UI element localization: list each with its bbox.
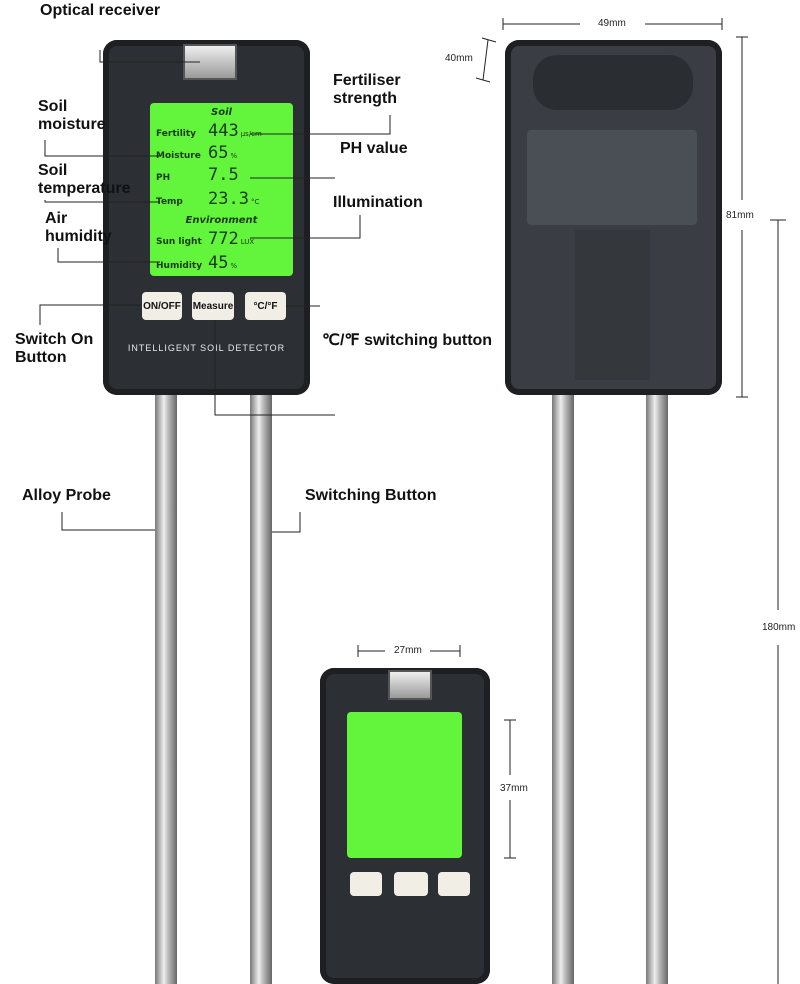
small-lcd-screen bbox=[347, 712, 462, 858]
row-unit: % bbox=[230, 152, 238, 160]
row-value: 23.3 bbox=[208, 189, 249, 209]
unit-button[interactable]: °C/°F bbox=[245, 292, 286, 320]
row-value: 772 bbox=[208, 229, 239, 249]
row-value: 65 bbox=[208, 143, 229, 163]
row-label: PH bbox=[156, 173, 171, 183]
leader-switch bbox=[39, 304, 140, 325]
row-value: 7.5 bbox=[208, 165, 239, 185]
dim-width: 49mm bbox=[598, 18, 626, 29]
small-device bbox=[320, 668, 490, 984]
screen-row-moisture: Moisture 65% bbox=[156, 143, 289, 163]
dim-screen-height: 37mm bbox=[500, 783, 528, 794]
belt-clip bbox=[527, 130, 697, 225]
small-measure-button[interactable] bbox=[394, 872, 428, 896]
row-label: Humidity bbox=[156, 261, 203, 271]
dim-height: 81mm bbox=[726, 210, 754, 221]
leader-moisture bbox=[44, 140, 160, 157]
leader-switching bbox=[272, 512, 301, 533]
row-label: Sun light bbox=[156, 237, 202, 247]
leader-fertility bbox=[250, 115, 391, 135]
back-device bbox=[505, 40, 722, 395]
dim-total: 180mm bbox=[762, 622, 796, 633]
soil-heading: Soil bbox=[211, 107, 232, 118]
leader-measure bbox=[214, 320, 335, 416]
label-soil-moisture: Soil moisture bbox=[38, 98, 106, 133]
small-power-button[interactable] bbox=[350, 872, 382, 896]
right-probe-front bbox=[250, 390, 272, 984]
label-soil-temperature: Soil temperature bbox=[38, 162, 131, 197]
leader-illum bbox=[250, 215, 361, 239]
label-switch-on: Switch On Button bbox=[15, 331, 94, 366]
row-label: Fertility bbox=[156, 129, 197, 139]
dim-depth: 40mm bbox=[445, 53, 473, 64]
leader-optical bbox=[99, 50, 200, 63]
small-optical-window bbox=[388, 670, 432, 700]
row-unit: % bbox=[230, 262, 238, 270]
leader-humidity bbox=[57, 248, 160, 263]
left-probe-back bbox=[552, 220, 574, 984]
label-air-humidity: Air humidity bbox=[45, 210, 112, 245]
row-label: Moisture bbox=[156, 151, 201, 161]
battery-cover bbox=[575, 230, 650, 380]
small-unit-button[interactable] bbox=[438, 872, 470, 896]
clip-hinge bbox=[533, 55, 693, 110]
label-unit-switch: ℃/℉ switching button bbox=[322, 332, 493, 349]
label-alloy-probe: Alloy Probe bbox=[22, 487, 111, 504]
left-probe-front bbox=[155, 390, 177, 984]
measure-button[interactable]: Measure bbox=[192, 292, 234, 320]
screen-row-temp: Temp 23.3°C bbox=[156, 189, 289, 209]
label-switching-button: Switching Button bbox=[305, 487, 437, 504]
leader-probe bbox=[61, 512, 155, 531]
label-fertiliser: Fertiliser strength bbox=[333, 72, 401, 107]
label-illumination: Illumination bbox=[333, 194, 423, 211]
row-unit: °C bbox=[250, 198, 260, 206]
screen-row-humidity: Humidity 45% bbox=[156, 253, 289, 273]
row-unit: LUX bbox=[240, 238, 255, 246]
screen-row-ph: PH 7.5 bbox=[156, 165, 289, 185]
dim-screen-width: 27mm bbox=[394, 645, 422, 656]
row-label: Temp bbox=[156, 197, 183, 207]
leader-temp bbox=[44, 200, 160, 203]
row-value: 45 bbox=[208, 253, 229, 273]
row-value: 443 bbox=[208, 121, 239, 141]
right-probe-back bbox=[646, 220, 668, 984]
label-optical-receiver: Optical receiver bbox=[40, 2, 161, 19]
brand-text: INTELLIGENT SOIL DETECTOR bbox=[127, 343, 286, 353]
label-ph: PH value bbox=[340, 140, 408, 157]
environment-heading: Environment bbox=[185, 215, 258, 226]
power-button[interactable]: ON/OFF bbox=[142, 292, 182, 320]
